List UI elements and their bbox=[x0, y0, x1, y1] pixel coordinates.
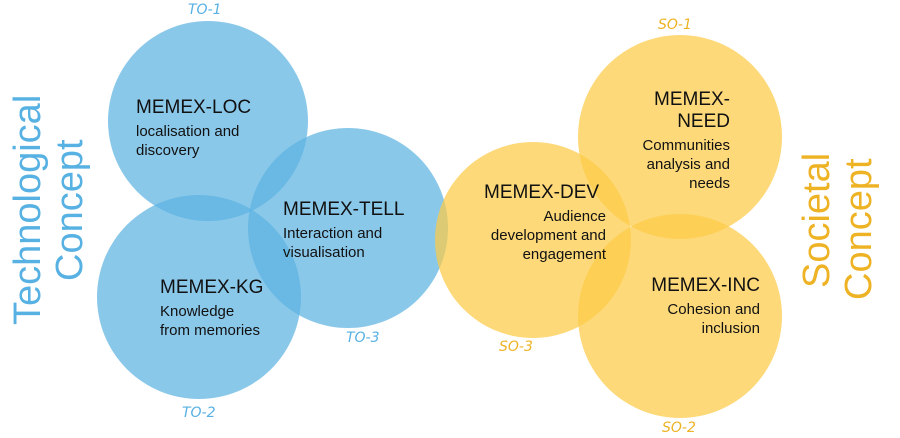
memex-need-desc-2: analysis and bbox=[646, 156, 730, 173]
memex-need-desc-1: Communities bbox=[642, 137, 730, 154]
memex-dev-text: MEMEX-DEV Audience development and engag… bbox=[456, 182, 606, 264]
memex-kg-desc-1: Knowledge bbox=[160, 303, 235, 320]
tag-to-2: TO-2 bbox=[182, 405, 216, 421]
memex-inc-desc-2: inclusion bbox=[701, 320, 760, 337]
memex-dev-desc-3: engagement bbox=[522, 246, 606, 263]
circle-memex-need bbox=[578, 35, 782, 239]
memex-tell-title: MEMEX-TELL bbox=[283, 199, 405, 220]
memex-need-text: MEMEX- NEED Communities analysis and nee… bbox=[612, 89, 730, 193]
memex-need-title-2: NEED bbox=[677, 111, 730, 132]
memex-kg-text: MEMEX-KG Knowledge from memories bbox=[160, 277, 263, 340]
societal-line1: Societal bbox=[796, 152, 838, 288]
circle-memex-tell bbox=[248, 128, 448, 328]
memex-kg-desc-2: from memories bbox=[160, 322, 261, 339]
memex-tell-desc-1: Interaction and bbox=[283, 225, 383, 242]
circle-memex-loc bbox=[108, 21, 308, 221]
memex-loc-title: MEMEX-LOC bbox=[136, 97, 252, 118]
memex-need-title-1: MEMEX- bbox=[654, 89, 730, 110]
memex-dev-desc-1: Audience bbox=[543, 208, 606, 225]
technological-line1: Technological bbox=[7, 94, 49, 325]
memex-loc-desc-2: discovery bbox=[136, 142, 200, 159]
memex-tell-desc-2: visualisation bbox=[283, 244, 365, 261]
tag-so-3: SO-3 bbox=[499, 339, 533, 355]
memex-tell-text: MEMEX-TELL Interaction and visualisation bbox=[283, 199, 404, 262]
memex-inc-desc-1: Cohesion and bbox=[667, 301, 760, 318]
memex-inc-title: MEMEX-INC bbox=[651, 275, 760, 296]
tag-so-1: SO-1 bbox=[658, 17, 692, 33]
tag-so-2: SO-2 bbox=[662, 420, 696, 436]
tag-to-1: TO-1 bbox=[188, 2, 222, 18]
memex-need-desc-3: needs bbox=[689, 175, 730, 192]
technological-line2: Concept bbox=[49, 139, 91, 281]
memex-loc-desc-1: localisation and bbox=[136, 123, 240, 140]
circle-memex-inc bbox=[578, 214, 782, 418]
societal-line2: Concept bbox=[838, 158, 880, 300]
societal-concept-label: Societal Concept bbox=[796, 153, 880, 300]
memex-dev-title: MEMEX-DEV bbox=[484, 182, 600, 203]
technological-concept-label: Technological Concept bbox=[7, 94, 91, 325]
memex-kg-title: MEMEX-KG bbox=[160, 277, 264, 298]
memex-dev-desc-2: development and bbox=[490, 227, 606, 244]
tag-to-3: TO-3 bbox=[346, 330, 380, 346]
memex-loc-text: MEMEX-LOC localisation and discovery bbox=[136, 97, 251, 160]
memex-inc-text: MEMEX-INC Cohesion and inclusion bbox=[620, 275, 760, 338]
